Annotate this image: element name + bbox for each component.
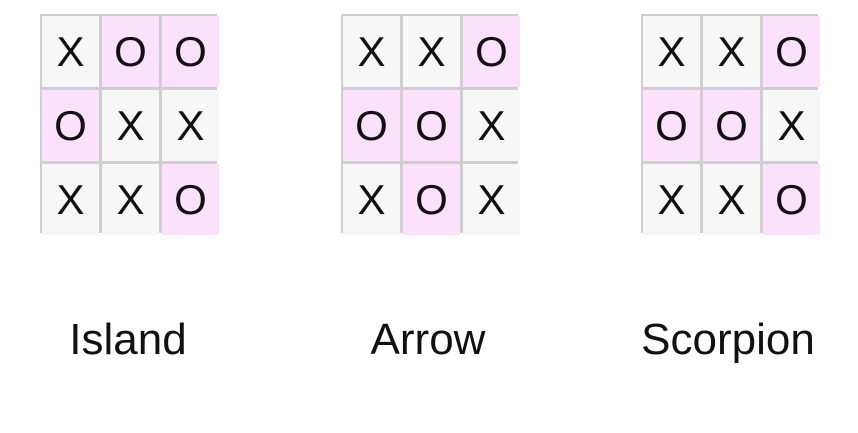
board-scorpion: X X O O O X X X O (641, 14, 820, 235)
board-cell: X (463, 164, 520, 235)
board-cell: X (102, 90, 159, 161)
board-cell: O (463, 16, 520, 87)
caption-island: Island (69, 315, 187, 364)
board-grid: X O O O X X X X O (40, 14, 219, 235)
board-cell: O (403, 90, 460, 161)
board-cell: X (463, 90, 520, 161)
board-cell: X (643, 164, 700, 235)
board-cell: O (343, 90, 400, 161)
board-island: X O O O X X X X O (40, 14, 219, 235)
board-cell: X (343, 16, 400, 87)
board-cell: X (403, 16, 460, 87)
board-cell: O (763, 16, 820, 87)
board-cell: X (42, 16, 99, 87)
board-cell: X (703, 16, 760, 87)
board-cell: X (102, 164, 159, 235)
board-grid: X X O O O X X X O (641, 14, 820, 235)
caption-scorpion: Scorpion (641, 315, 815, 364)
board-cell: O (763, 164, 820, 235)
board-grid: X X O O O X X O X (341, 14, 520, 235)
board-cell: X (42, 164, 99, 235)
board-cell: O (162, 16, 219, 87)
board-cell: X (343, 164, 400, 235)
board-cell: X (703, 164, 760, 235)
board-cell: X (162, 90, 219, 161)
board-arrow: X X O O O X X O X (341, 14, 520, 235)
board-cell: X (643, 16, 700, 87)
board-cell: O (643, 90, 700, 161)
board-cell: X (763, 90, 820, 161)
board-cell: O (403, 164, 460, 235)
board-cell: O (162, 164, 219, 235)
board-cell: O (703, 90, 760, 161)
board-cell: O (42, 90, 99, 161)
caption-arrow: Arrow (370, 315, 486, 364)
board-cell: O (102, 16, 159, 87)
